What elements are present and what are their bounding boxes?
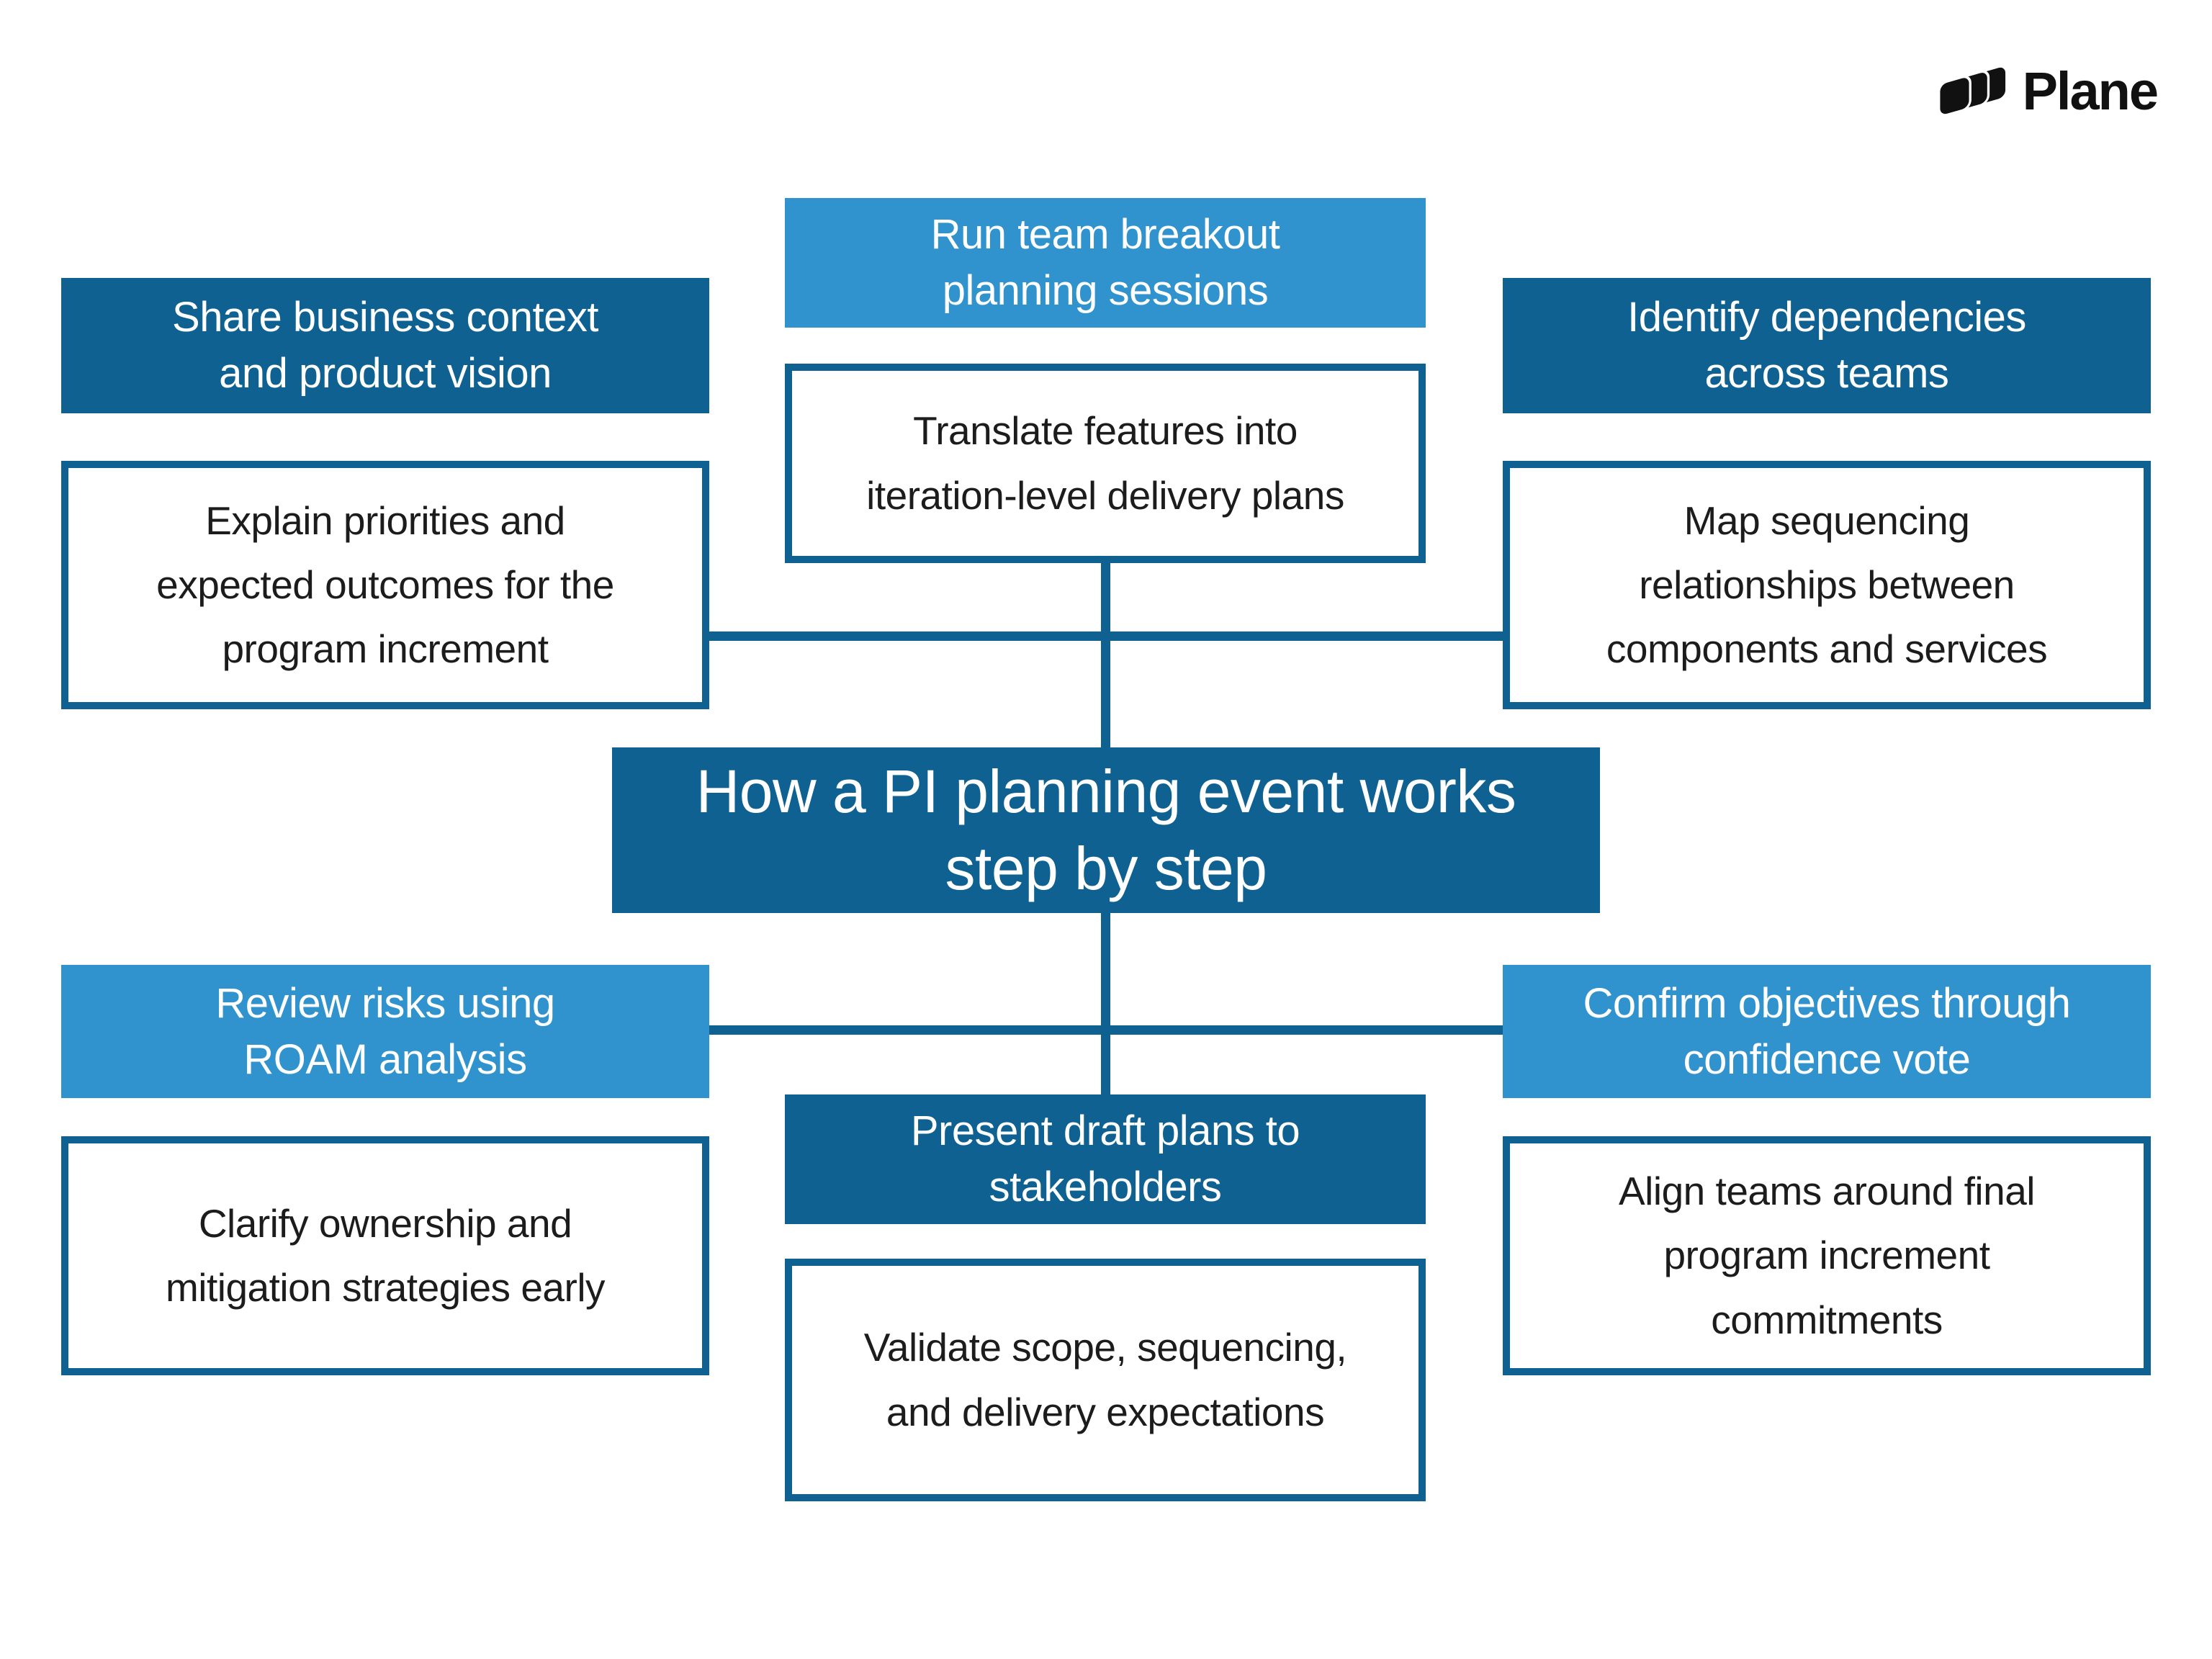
diagram-title: How a PI planning event works step by st… bbox=[612, 747, 1600, 913]
step-present-detail: Validate scope, sequencing, and delivery… bbox=[785, 1259, 1426, 1501]
connector-top-horizontal bbox=[706, 631, 1509, 641]
plane-logo: Plane bbox=[1935, 60, 2159, 122]
step-share-detail: Explain priorities and expected outcomes… bbox=[61, 461, 709, 709]
step-dependencies-header: Identify dependencies across teams bbox=[1503, 278, 2151, 413]
step-confidence-header: Confirm objectives through confidence vo… bbox=[1503, 965, 2151, 1098]
step-dependencies-detail: Map sequencing relationships between com… bbox=[1503, 461, 2151, 709]
step-share-header: Share business context and product visio… bbox=[61, 278, 709, 413]
step-risks-detail: Clarify ownership and mitigation strateg… bbox=[61, 1136, 709, 1375]
plane-logo-text: Plane bbox=[2022, 61, 2159, 121]
connector-top-vertical bbox=[1101, 554, 1110, 756]
step-breakout-detail: Translate features into iteration-level … bbox=[785, 364, 1426, 563]
connector-bottom-horizontal bbox=[706, 1025, 1509, 1035]
connector-bottom-vertical bbox=[1101, 907, 1110, 1103]
plane-logo-icon bbox=[1937, 67, 2005, 117]
step-breakout-header: Run team breakout planning sessions bbox=[785, 198, 1426, 328]
step-present-header: Present draft plans to stakeholders bbox=[785, 1094, 1426, 1224]
step-risks-header: Review risks using ROAM analysis bbox=[61, 965, 709, 1098]
step-confidence-detail: Align teams around final program increme… bbox=[1503, 1136, 2151, 1375]
